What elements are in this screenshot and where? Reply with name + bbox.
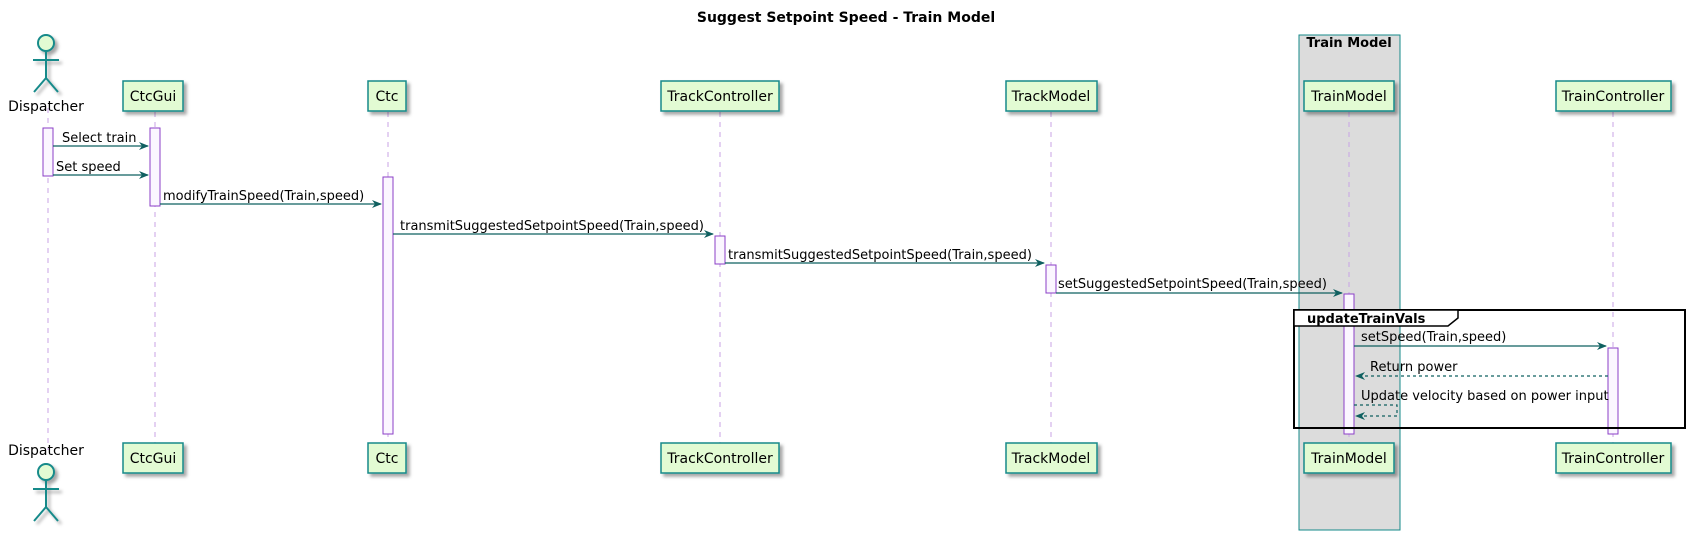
- participant-label: TrainModel: [1310, 451, 1387, 467]
- participant-label: TrainController: [1561, 89, 1665, 105]
- message-set-speed-train: setSpeed(Train,speed): [1354, 330, 1607, 350]
- activation-trackcontroller: [714, 235, 726, 265]
- message-update-velocity: Update velocity based on power input: [1354, 389, 1609, 420]
- lifelines: [47, 108, 1614, 450]
- fragment-label: updateTrainVals: [1307, 312, 1426, 327]
- fragment-update-train-vals: updateTrainVals: [1293, 309, 1686, 429]
- activation-trackmodel: [1045, 264, 1057, 294]
- participant-label: CtcGui: [130, 451, 177, 467]
- participant-ctcgui-bottom[interactable]: CtcGui: [122, 442, 184, 474]
- message-label: transmitSuggestedSetpointSpeed(Train,spe…: [400, 219, 704, 234]
- message-label: Set speed: [56, 160, 121, 175]
- participant-traincontroller-bottom[interactable]: TrainController: [1555, 442, 1672, 474]
- message-label: Return power: [1370, 360, 1458, 375]
- participant-label: Ctc: [376, 451, 399, 467]
- activation-dispatcher: [42, 127, 54, 177]
- message-label: setSpeed(Train,speed): [1361, 330, 1506, 345]
- participant-label: Ctc: [376, 89, 399, 105]
- participant-ctc-bottom[interactable]: Ctc: [367, 442, 407, 474]
- participants-top: Dispatcher CtcGui Ctc TrackController Tr…: [8, 34, 1672, 115]
- messages: Select train Set speed modifyTrainSpeed(…: [53, 131, 1609, 420]
- activation-ctcgui: [149, 127, 161, 207]
- message-label: transmitSuggestedSetpointSpeed(Train,spe…: [728, 248, 1032, 263]
- message-label: modifyTrainSpeed(Train,speed): [163, 189, 364, 204]
- participant-trainmodel-top[interactable]: TrainModel: [1303, 80, 1395, 112]
- participant-trackmodel-bottom[interactable]: TrackModel: [1005, 442, 1098, 474]
- participant-label: CtcGui: [130, 89, 177, 105]
- participant-label: TrainController: [1561, 451, 1665, 467]
- message-transmit-to-trackcontroller: transmitSuggestedSetpointSpeed(Train,spe…: [393, 219, 714, 238]
- activation-ctc: [382, 176, 394, 435]
- participant-trackmodel-top[interactable]: TrackModel: [1005, 80, 1098, 112]
- participant-label: TrainModel: [1310, 89, 1387, 105]
- message-return-power: Return power: [1355, 360, 1608, 380]
- participant-label: TrackModel: [1011, 451, 1091, 467]
- diagram-title: Suggest Setpoint Speed - Train Model: [697, 10, 995, 26]
- participant-ctcgui-top[interactable]: CtcGui: [122, 80, 184, 112]
- box-group-label: Train Model: [1306, 36, 1391, 51]
- message-label: setSuggestedSetpointSpeed(Train,speed): [1058, 277, 1327, 292]
- participant-ctc-top[interactable]: Ctc: [367, 80, 407, 112]
- activation-trainmodel: [1343, 293, 1355, 435]
- participant-trainmodel-bottom[interactable]: TrainModel: [1303, 442, 1395, 474]
- participant-label: TrackController: [666, 451, 773, 467]
- participant-label: Dispatcher: [8, 443, 84, 459]
- message-label: Select train: [62, 131, 137, 146]
- actor-dispatcher-bottom[interactable]: Dispatcher: [8, 443, 84, 522]
- participant-label: TrackController: [666, 89, 773, 105]
- message-select-train: Select train: [53, 131, 149, 150]
- activation-traincontroller: [1607, 347, 1619, 435]
- actor-dispatcher-top[interactable]: Dispatcher: [8, 34, 84, 115]
- participant-label: Dispatcher: [8, 99, 84, 115]
- message-set-suggested-setpoint-speed: setSuggestedSetpointSpeed(Train,speed): [1056, 277, 1343, 297]
- message-modify-train-speed: modifyTrainSpeed(Train,speed): [160, 189, 382, 208]
- message-label: Update velocity based on power input: [1361, 389, 1609, 404]
- participant-trackcontroller-bottom[interactable]: TrackController: [660, 442, 780, 474]
- participant-label: TrackModel: [1011, 89, 1091, 105]
- participants-bottom: Dispatcher CtcGui Ctc TrackController Tr…: [8, 442, 1672, 522]
- message-transmit-to-trackmodel: transmitSuggestedSetpointSpeed(Train,spe…: [725, 248, 1045, 267]
- participant-trackcontroller-top[interactable]: TrackController: [660, 80, 780, 112]
- activation-bars: [42, 127, 1619, 435]
- participant-traincontroller-top[interactable]: TrainController: [1555, 80, 1672, 112]
- message-set-speed: Set speed: [53, 160, 149, 179]
